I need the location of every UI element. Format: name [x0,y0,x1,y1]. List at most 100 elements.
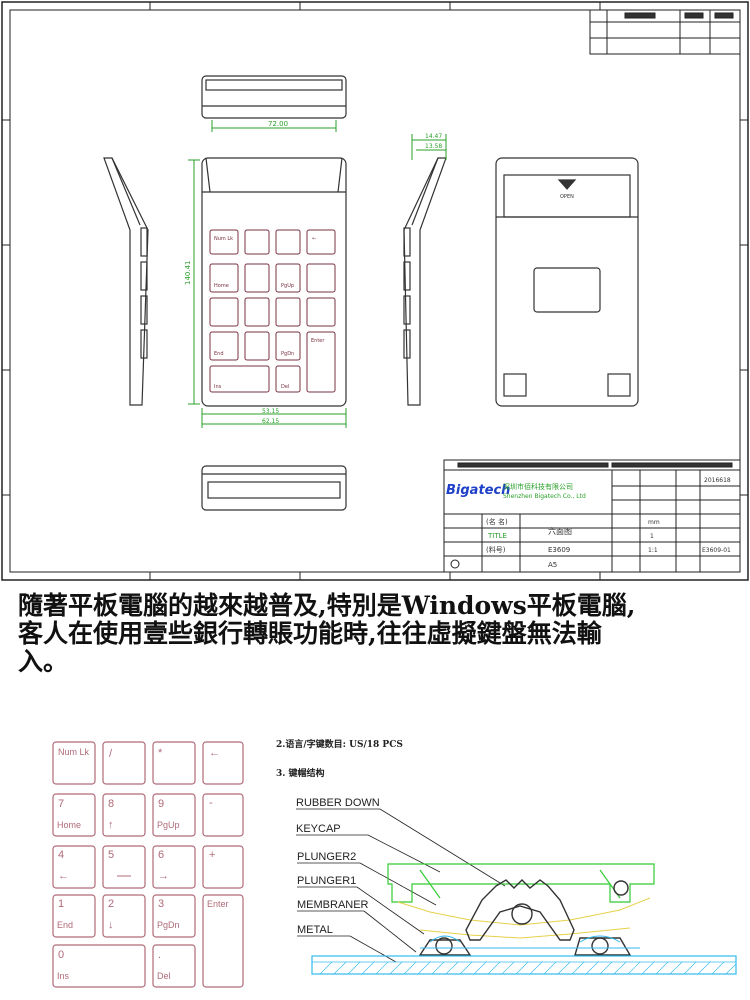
key-plus-label: + [209,849,215,861]
key-7-label: 7 [58,798,64,810]
key-dot [152,944,196,988]
key-0 [52,944,146,988]
title-block [443,459,741,573]
label-plunger2: PLUNGER2 [297,851,356,863]
dim-bottom-2-label: 62.15 [262,418,279,425]
key-6 [152,845,196,889]
zone-ticks [2,2,748,580]
key-left-arrow-label: ← [58,870,69,882]
key-home-label: Home [57,820,81,830]
drawing-frame [1,1,749,581]
key-asterisk [152,741,196,785]
svg-text:Del: Del [281,384,289,390]
key-slash [102,741,146,785]
caption-line-2: 客人在使用壹些銀行轉賬功能時,往往虛擬鍵盤無法輸 [18,619,602,648]
label-membrane: MEMBRANER [297,899,369,911]
metal-plate [311,955,737,975]
key-del-label: Del [157,971,171,981]
dim-top-width [211,120,337,132]
key-1 [52,894,96,938]
label-metal: METAL [297,924,333,936]
svg-text:Ins: Ins [214,384,222,390]
code-label: (料号) [486,545,506,554]
key-1-label: 1 [58,898,64,910]
scissor-structure [418,879,632,956]
key-numlock-label: Num Lk [58,747,90,757]
svg-text:End: End [214,351,224,357]
key-end-label: End [57,920,73,930]
drawing-inner-frame [9,9,741,573]
key-down-arrow-label: ↓ [108,919,114,931]
right-side-view [403,157,447,406]
key-backspace [202,741,244,785]
code-value: E3609 [548,546,570,554]
key-enter-label: Enter [207,899,229,909]
key-7 [52,793,96,837]
plunger-part [397,897,651,939]
key-minus [202,793,244,837]
membrane-part [420,935,640,949]
language-key-count-note: 2.语言/字键数目: US/18 PCS [276,738,403,750]
key-up-arrow-label: ↑ [108,819,114,831]
dim-height [188,159,347,428]
label-rubber-dome: RUBBER DOWN [296,797,380,809]
key-0-label: 0 [58,949,64,961]
label-plunger1: PLUNGER1 [297,875,356,887]
key-enter [202,894,244,988]
dim-side-width-2-label: 13.58 [425,143,442,150]
key-5-label: 5 [108,849,114,861]
svg-text:PgUp: PgUp [281,283,294,289]
bottom-view [201,465,347,511]
keycap-part [387,863,655,903]
caption-line-1: 隨著平板電腦的越來越普及,特別是Windows平板電腦, [18,591,636,620]
back-view [495,157,639,407]
key-minus-label: - [209,797,213,809]
label-keycap: KEYCAP [296,823,341,835]
leader-lines [296,808,506,963]
key-3 [152,894,196,938]
svg-text:PgDn: PgDn [281,351,294,357]
scale-value: 1:1 [648,547,658,554]
key-5 [102,845,146,889]
key-3-label: 3 [158,898,164,910]
version-value: A5 [548,561,557,569]
key-asterisk-label: * [158,747,163,759]
front-view-keys [209,229,336,393]
qty-value: 1 [650,533,654,540]
key-backspace-label: ← [209,747,220,759]
dim-side-width-1-label: 14.47 [425,133,442,140]
key-9 [152,793,196,837]
left-side-view [103,157,149,406]
dim-height-label: 140.41 [184,261,192,286]
key-ins-label: Ins [57,971,70,981]
key-9-label: 9 [158,798,164,810]
key-right-arrow-label: → [158,870,169,882]
front-view-key-labels: Num Lk ← Home PgUp PgDn End Enter Ins De… [214,236,325,390]
top-view [201,75,347,119]
company-logo: Bigatech [446,483,510,498]
company-name-en: Shenzhen Bigatech Co., Ltd [503,493,586,500]
keycap-structure-heading: 3. 键帽结构 [276,767,325,779]
projection-symbol [450,559,460,569]
revision-table [589,9,741,55]
key-6-label: 6 [158,849,164,861]
key-2-label: 2 [108,898,114,910]
battery-cover-open-label: OPEN [560,194,574,200]
key-dot-label: . [158,949,161,961]
key-numlock [52,741,96,785]
key-8-label: 8 [108,798,114,810]
key-pgup-label: PgUp [157,820,180,830]
front-view [201,157,347,407]
caption-text: 隨著平板電腦的越來越普及,特別是Windows平板電腦, 客人在使用壹些銀行轉賬… [18,592,738,676]
svg-text:Enter: Enter [311,338,325,344]
title-label: TITLE [487,532,507,540]
svg-text:←: ← [312,236,316,242]
key-plus [202,845,244,889]
dim-side-width [411,134,447,160]
company-name-cn: 深圳市佰科技有限公司 [503,482,573,491]
dim-bottom-1-label: 53.15 [262,408,279,415]
date-value: 2016618 [704,477,731,484]
svg-text:Home: Home [214,283,229,289]
key-8 [102,793,146,837]
keypad-layout: Num Lk / * ← 7 Home 8 ↑ 9 PgUp - 4 ← 5 6… [52,741,244,988]
